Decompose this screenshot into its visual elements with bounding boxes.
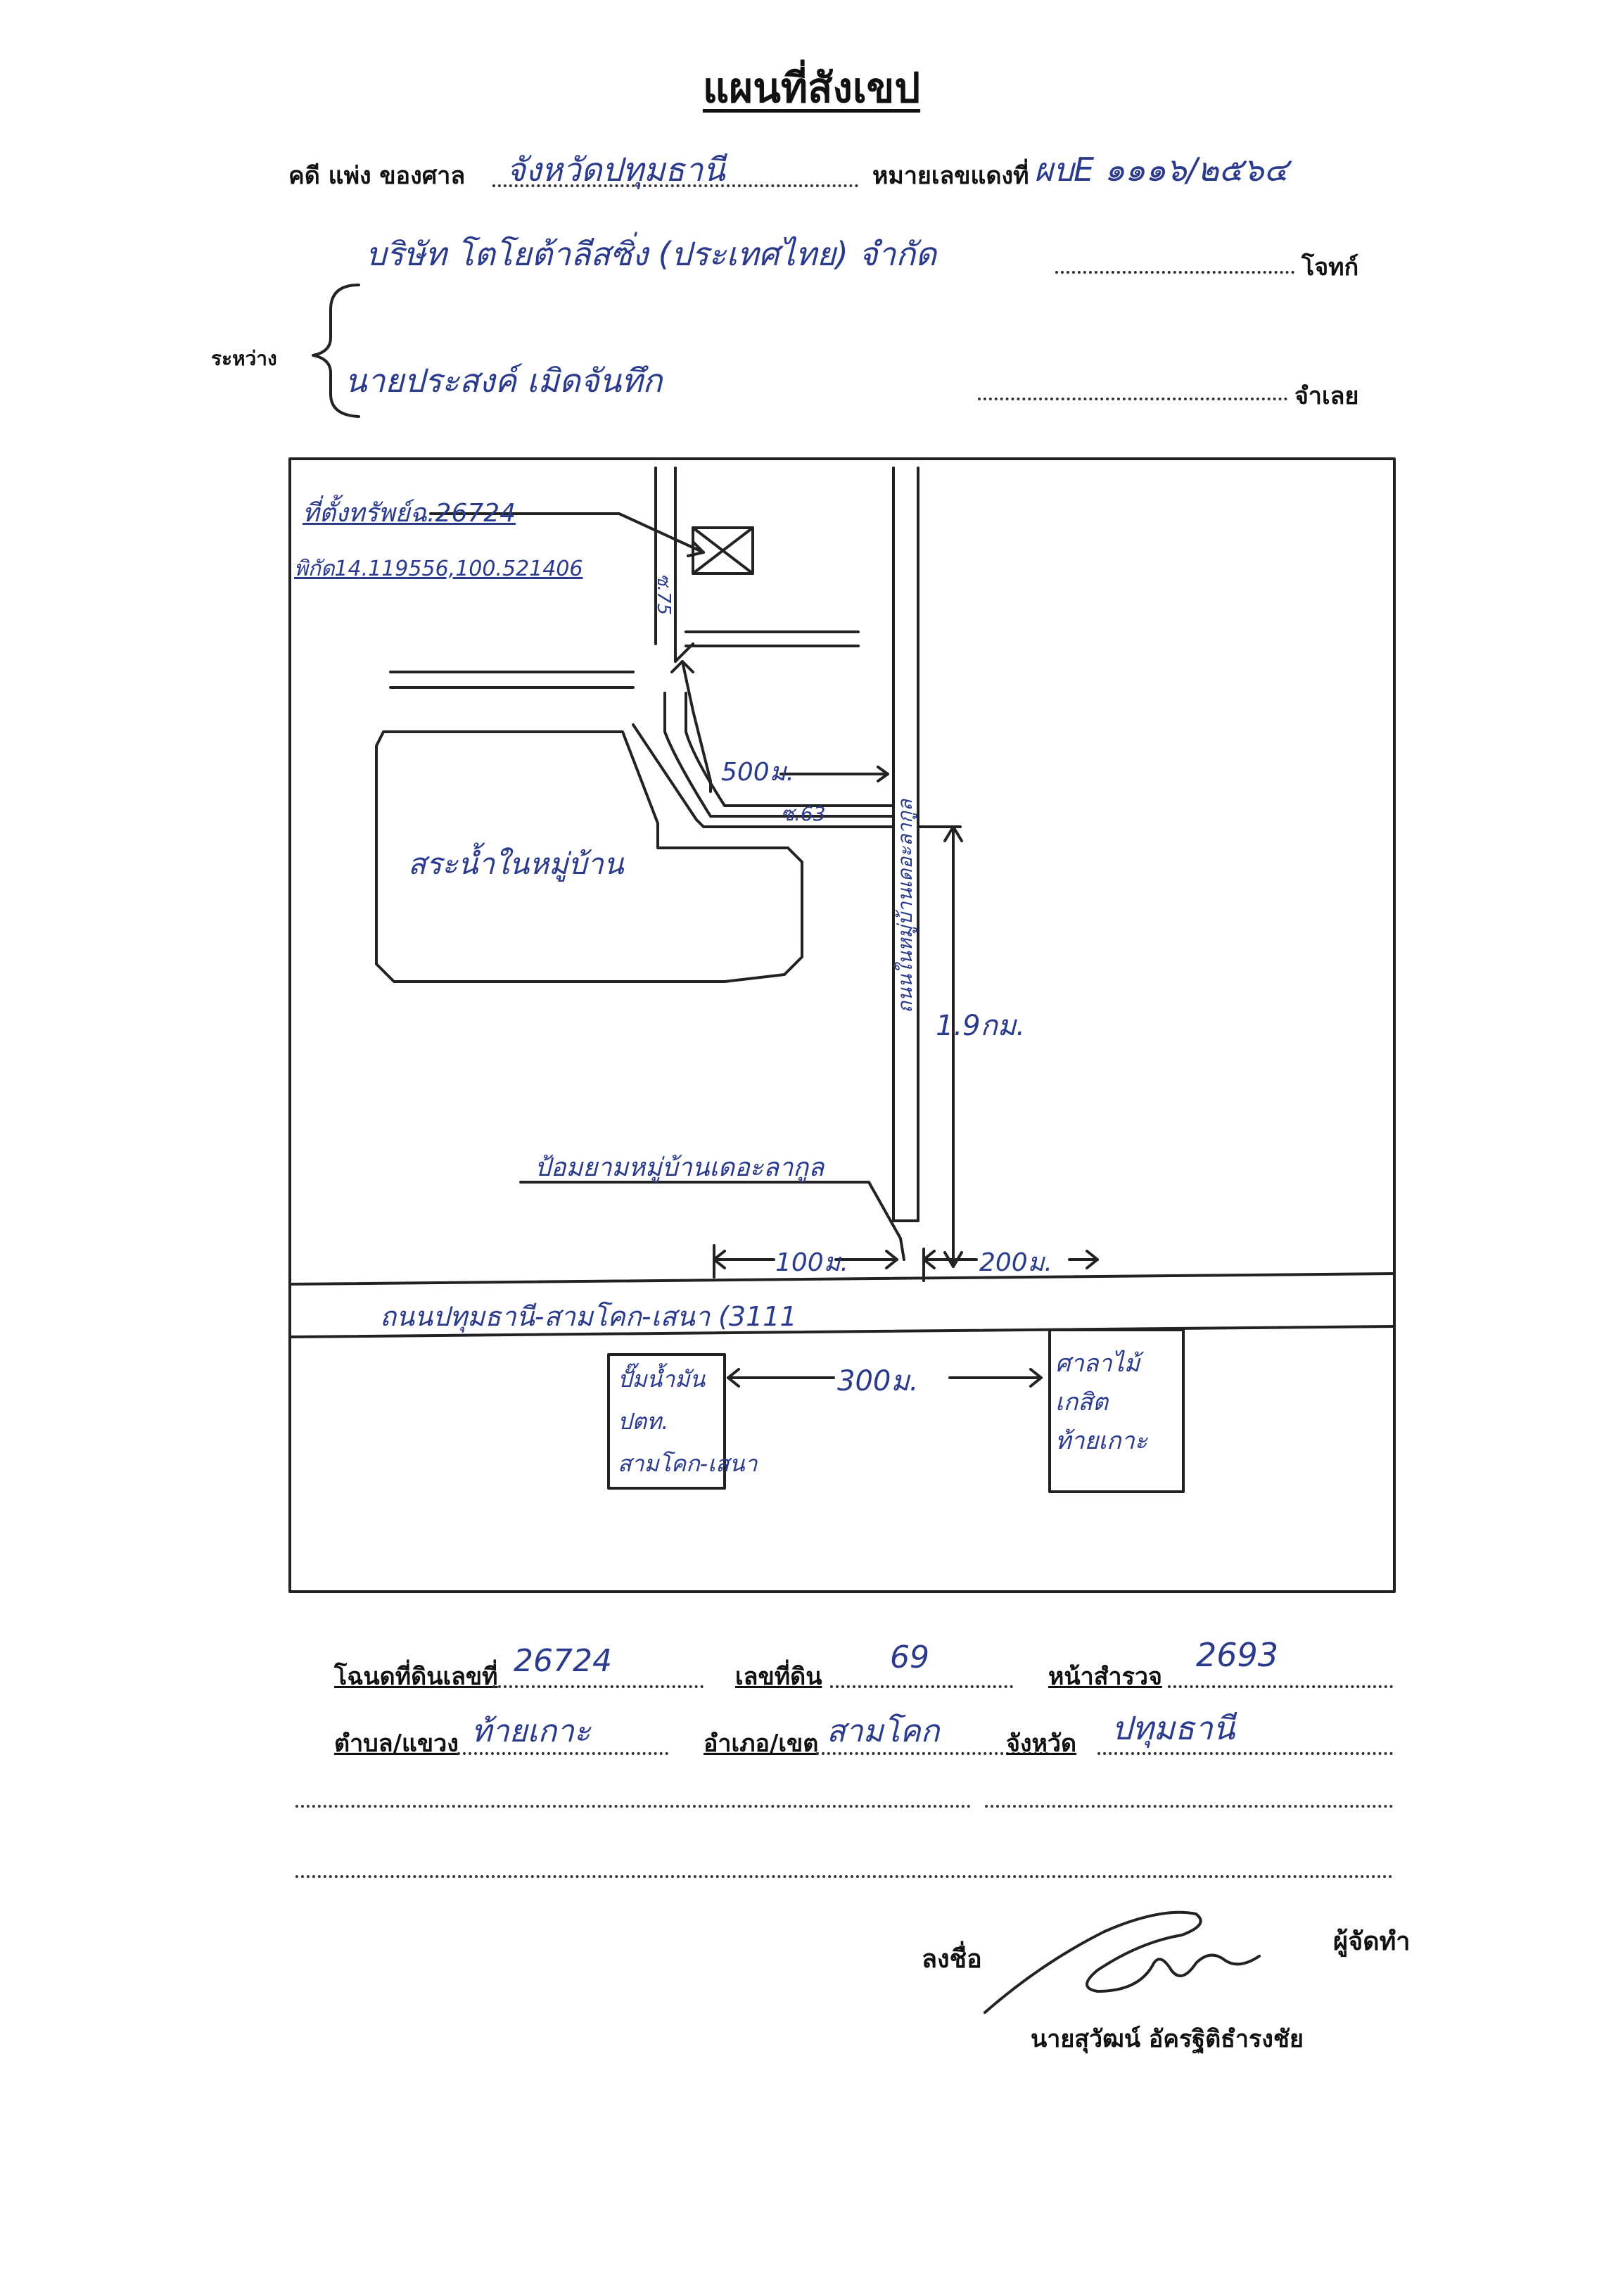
blank-line-2: [985, 1805, 1393, 1808]
main-road-top: [288, 1272, 1396, 1286]
map-frame: [288, 457, 1396, 1593]
distance-100m: 100ม.: [775, 1248, 848, 1277]
sign-label: ลงชื่อ: [922, 1945, 982, 1974]
plaintiff-name: บริษัท โตโยต้าลีสซิ่ง (ประเทศไทย) จำกัด: [366, 235, 936, 273]
hospital-line-3: ท้ายเกาะ: [1055, 1427, 1147, 1455]
blank-line-3: [295, 1875, 1393, 1878]
village-road-label: ถนนในหมู่บ้านเดอะลากูล: [893, 798, 917, 1013]
distance-300m: 300ม.: [837, 1365, 919, 1397]
distance-200m: 200ม.: [979, 1248, 1052, 1277]
distance-1-9km: 1.9กม.: [936, 1010, 1025, 1042]
gas-station-line-3: สามโคก-เสนา: [618, 1450, 758, 1477]
soi-63-road-inner: [685, 692, 895, 807]
deed-label: โฉนดที่ดินเลขที่: [334, 1663, 498, 1691]
subdistrict-label: ตำบล/แขวง: [334, 1730, 459, 1758]
page-title: แผนที่สังเขป: [702, 64, 921, 112]
village-gate-label: ป้อมยามหมู่บ้านเดอะลากูล: [535, 1153, 825, 1182]
province-name: ปทุมธานี: [1112, 1709, 1235, 1747]
court-line: [492, 184, 858, 187]
gas-station-line-2: ปตท.: [618, 1408, 669, 1435]
distance-500m: 500ม.: [721, 758, 794, 787]
main-road-bottom: [288, 1325, 1396, 1338]
plaintiff-line: [1055, 271, 1294, 274]
subdistrict-name: ท้ายเกาะ: [471, 1713, 591, 1749]
between-brace: [312, 284, 360, 418]
hospital-line-2: เกสิต: [1055, 1388, 1109, 1416]
hospital-box: [1048, 1328, 1185, 1493]
district-label: อำเภอ/เขต: [704, 1730, 819, 1758]
plaintiff-role: โจทก์: [1301, 253, 1359, 281]
pond-outline: [375, 730, 803, 983]
soi-63-label: ซ.63: [781, 802, 826, 825]
case-prefix: คดี แพ่ง ของศาล: [288, 162, 466, 190]
gas-station-line-1: ปั๊มน้ำมัน: [618, 1366, 706, 1393]
property-coordinates: พิกัด14.119556,100.521406: [294, 557, 583, 581]
blank-line-1: [295, 1805, 971, 1808]
deed-number: 26724: [514, 1643, 612, 1679]
signature-mark: [984, 1910, 1261, 2014]
main-road-label: ถนนปทุมธานี-สามโคก-เสนา (3111: [380, 1301, 797, 1332]
soi-75-label: ซ.75: [653, 573, 674, 615]
property-arrow: [429, 512, 705, 554]
signer-name: นายสุวัฒน์ อัครฐิติธำรงชัย: [1031, 2025, 1304, 2053]
pond-label: สระน้ำในหมู่บ้าน: [408, 846, 624, 881]
hospital-line-1: ศาลาไม้: [1055, 1350, 1140, 1378]
defendant-role: จำเลย: [1294, 382, 1359, 410]
property-cross-2: [692, 526, 754, 575]
defendant-line: [978, 398, 1287, 400]
between-label: ระหว่าง: [211, 347, 277, 370]
province-label: จังหวัด: [1006, 1730, 1077, 1758]
survey-label: หน้าสำรวจ: [1048, 1663, 1162, 1691]
defendant-name: นายประสงค์ เมิดจันทึก: [345, 362, 663, 400]
case-no: ผบE ๑๑๑๖/๒๕๖๔: [1034, 151, 1289, 189]
case-no-label: หมายเลขแดงที่: [872, 162, 1029, 190]
soi-63-road-outer: [663, 692, 895, 818]
district-name: สามโคก: [827, 1713, 940, 1749]
land-no-label: เลขที่ดิน: [735, 1663, 822, 1691]
property-box: [692, 526, 754, 575]
gas-station-box: [607, 1353, 726, 1490]
court-name: จังหวัดปทุมธานี: [507, 151, 725, 189]
land-number: 69: [890, 1639, 929, 1675]
property-location: ที่ตั้งทรัพย์ฉ.26724: [303, 499, 516, 528]
maker-label: ผู้จัดทำ: [1333, 1927, 1411, 1956]
survey-number: 2693: [1196, 1636, 1279, 1674]
